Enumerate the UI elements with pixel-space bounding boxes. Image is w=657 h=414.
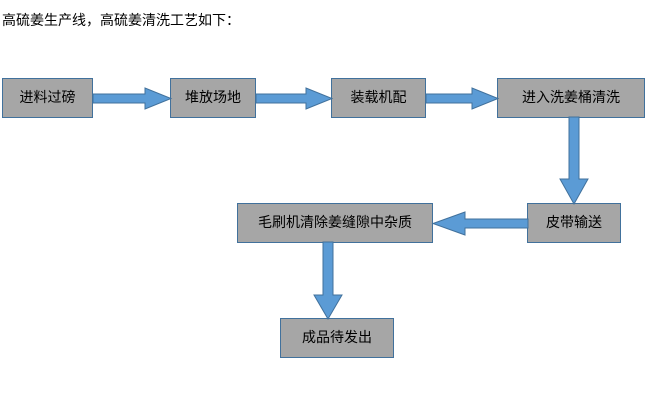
process-node-n5[interactable]: 皮带输送 [527,203,621,243]
process-node-n4[interactable]: 进入洗姜桶清洗 [497,78,645,118]
arrow-right-icon-e1 [92,87,173,110]
process-node-label: 装载机配 [350,90,407,106]
arrow-down-icon-e4 [559,116,589,206]
process-node-label: 毛刷机清除姜缝隙中杂质 [258,215,412,231]
process-node-label: 成品待发出 [302,330,372,346]
process-node-n3[interactable]: 装载机配 [331,78,426,118]
arrow-right-icon-e2 [255,87,334,110]
page-title: 高硫姜生产线，高硫姜清洗工艺如下： [2,13,240,29]
process-node-n1[interactable]: 进料过磅 [2,78,93,118]
process-node-label: 进入洗姜桶清洗 [522,90,620,106]
process-node-label: 皮带输送 [546,215,602,231]
process-node-label: 进料过磅 [19,90,76,106]
arrow-right-icon-e3 [425,87,500,110]
process-node-label: 堆放场地 [185,90,241,106]
process-node-n2[interactable]: 堆放场地 [170,78,256,118]
arrow-left-icon-e5 [431,211,529,236]
process-node-n6[interactable]: 毛刷机清除姜缝隙中杂质 [237,203,433,243]
arrow-down-icon-e6 [313,241,343,320]
process-node-n7[interactable]: 成品待发出 [280,318,394,358]
